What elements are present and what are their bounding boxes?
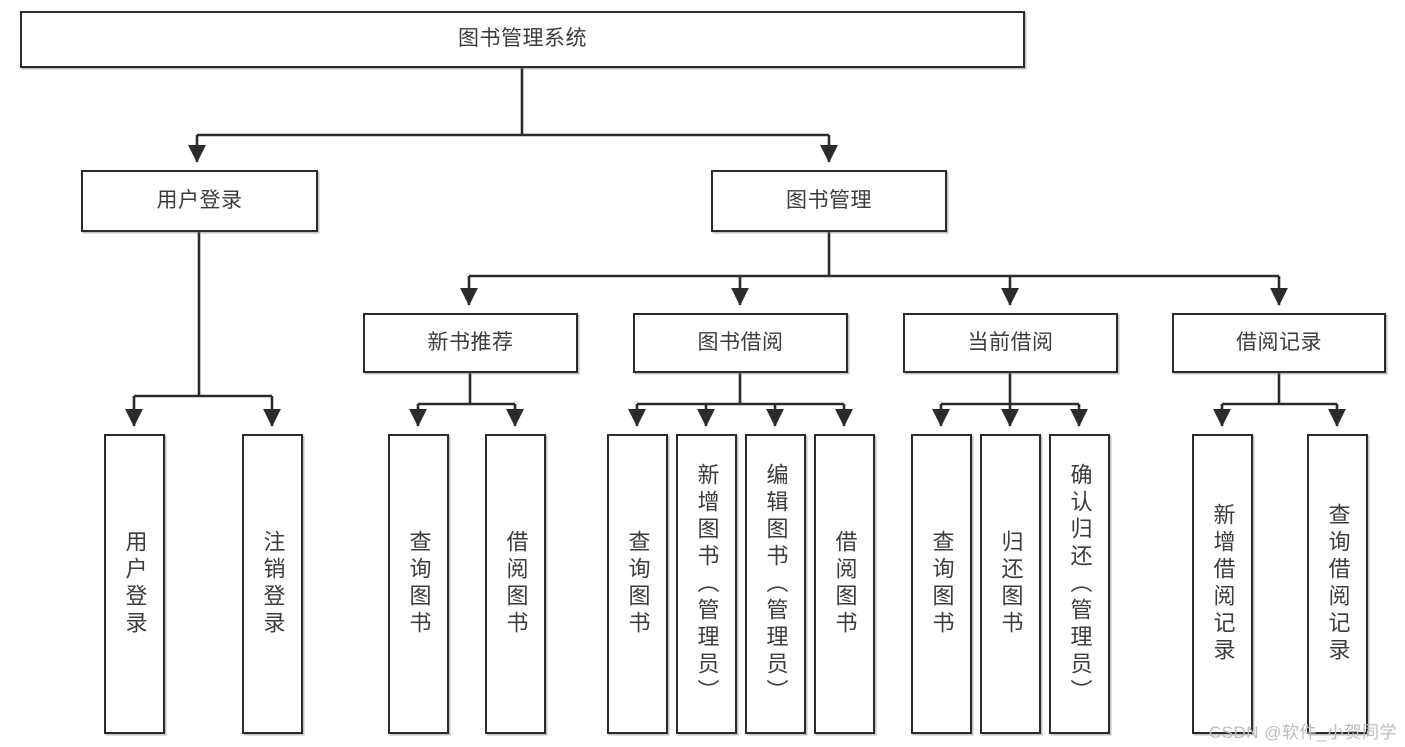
node-leaf-query-book-current[interactable]: 查询图书	[911, 434, 972, 734]
node-label: 新书推荐	[427, 330, 514, 354]
node-label: 图书管理	[786, 188, 872, 212]
node-label: 当前借阅	[967, 330, 1054, 354]
node-leaf-query-book-newbook[interactable]: 查询图书	[388, 434, 449, 734]
node-leaf-logout[interactable]: 注销登录	[242, 434, 303, 734]
node-label: 借阅图书	[503, 530, 529, 638]
node-label: 新增借阅记录	[1210, 503, 1236, 665]
node-label: 图书借阅	[697, 330, 784, 354]
node-leaf-add-book-admin[interactable]: 新增图书（管理员）	[676, 434, 737, 734]
node-user-login[interactable]: 用户登录	[81, 170, 318, 232]
node-label: 查询图书	[406, 530, 432, 638]
node-label: 查询借阅记录	[1325, 503, 1351, 665]
node-leaf-confirm-return-admin[interactable]: 确认归还（管理员）	[1049, 434, 1110, 734]
node-label: 编辑图书（管理员）	[763, 462, 789, 706]
node-leaf-borrow-book[interactable]: 借阅图书	[814, 434, 875, 734]
node-label: 新增图书（管理员）	[694, 462, 720, 706]
node-label: 确认归还（管理员）	[1067, 462, 1093, 706]
node-new-book-recommend[interactable]: 新书推荐	[363, 313, 578, 373]
node-leaf-query-borrow-record[interactable]: 查询借阅记录	[1307, 434, 1368, 734]
node-book-borrow[interactable]: 图书借阅	[633, 313, 848, 373]
node-leaf-query-book[interactable]: 查询图书	[607, 434, 668, 734]
node-label: 注销登录	[260, 530, 286, 638]
node-book-management[interactable]: 图书管理	[711, 170, 947, 232]
node-root-book-management-system[interactable]: 图书管理系统	[20, 11, 1025, 68]
node-leaf-return-book[interactable]: 归还图书	[980, 434, 1041, 734]
node-label: 借阅图书	[832, 530, 858, 638]
node-current-borrow[interactable]: 当前借阅	[903, 313, 1118, 373]
node-label: 归还图书	[998, 530, 1024, 638]
node-label: 用户登录	[122, 530, 148, 638]
node-label: 图书管理系统	[458, 27, 587, 51]
node-leaf-user-login[interactable]: 用户登录	[104, 434, 165, 734]
node-label: 查询图书	[625, 530, 651, 638]
node-borrow-record[interactable]: 借阅记录	[1172, 313, 1386, 373]
node-leaf-edit-book-admin[interactable]: 编辑图书（管理员）	[745, 434, 806, 734]
node-label: 用户登录	[156, 188, 243, 212]
node-label: 查询图书	[929, 530, 955, 638]
node-label: 借阅记录	[1236, 330, 1322, 354]
node-leaf-add-borrow-record[interactable]: 新增借阅记录	[1192, 434, 1253, 734]
node-leaf-borrow-book-newbook[interactable]: 借阅图书	[485, 434, 546, 734]
